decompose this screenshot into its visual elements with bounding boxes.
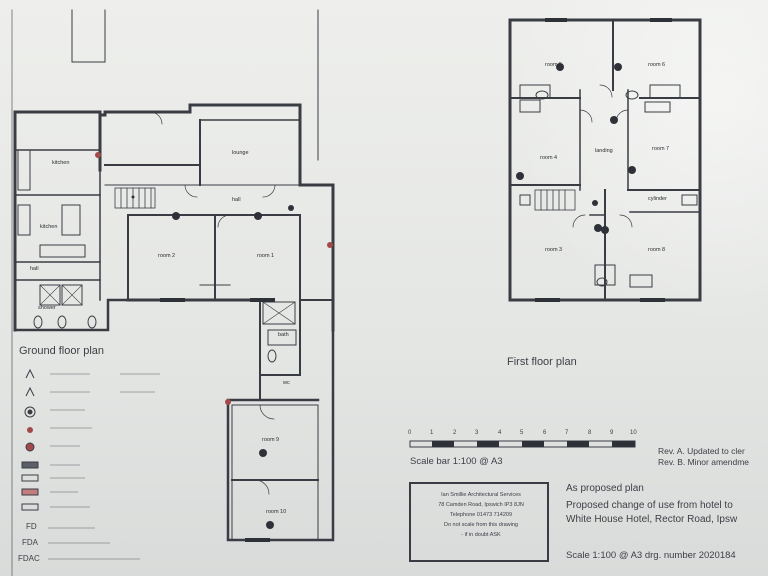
legend-fda: FDA [22,538,38,547]
project-description-line-2: White House Hotel, Rector Road, Ipsw [566,514,738,525]
room-label-hall-left: hall [30,266,39,272]
architect-telephone: Telephone 01473 714209 [449,512,513,518]
legend-fdac: FDAC [18,554,40,563]
room-label-room-7: room 7 [652,146,670,152]
first-floor-plan-title: First floor plan [507,356,577,368]
room-label-landing: landing [595,148,613,154]
room-label-wc: wc [283,380,290,386]
scale-tick: 8 [588,430,592,436]
drawing-status: As proposed plan [566,483,644,494]
architect-name: Ian Smillie Architectural Services [441,492,521,498]
room-label-room-6: room 6 [648,62,666,68]
room-label-room-1: room 1 [257,253,275,259]
scale-tick: 6 [543,430,547,436]
room-label-room-9: room 9 [262,437,280,443]
scale-tick: 10 [630,430,637,436]
scale-tick: 4 [498,430,502,436]
ground-floor-plan-title: Ground floor plan [19,345,104,357]
scale-tick: 9 [610,430,614,436]
room-label-room-5: room 5 [545,62,563,68]
scale-tick: 5 [520,430,524,436]
room-label-room-3: room 3 [545,247,563,253]
revision-a: Rev. A. Updated to cler [658,446,745,456]
doubt-note: - if in doubt ASK [461,532,501,538]
room-label-shower: shower [38,305,56,311]
room-label-room-8: room 8 [648,247,666,253]
room-label-room-10: room 10 [266,509,287,515]
scale-bar-label: Scale bar 1:100 @ A3 [410,456,503,467]
scale-tick: 1 [430,430,434,436]
architect-info-box: Ian Smillie Architectural Services 78 Ca… [409,482,549,562]
scale-tick: 0 [408,430,412,436]
room-label-kitchen-lower: kitchen [40,224,58,230]
project-description-line-1: Proposed change of use from hotel to [566,500,733,511]
scale-and-drawing-number: Scale 1:100 @ A3 drg. number 2020184 [566,550,736,561]
scale-tick: 3 [475,430,479,436]
room-label-cylinder: cylinder [648,196,667,202]
room-label-room-4: room 4 [540,155,558,161]
legend-fd: FD [26,522,37,531]
room-label-lounge: lounge [232,150,249,156]
scale-warning: Do not scale from this drawing [444,522,518,528]
room-label-kitchen-upper: kitchen [52,160,70,166]
revision-b: Rev. B. Minor amendme [658,457,750,467]
room-label-bath: bath [278,332,289,338]
architect-address: 78 Camden Road, Ipswich IP3 8JN [438,502,524,508]
room-label-hall-centre: hall [232,197,241,203]
room-label-room-2: room 2 [158,253,176,259]
scale-tick: 7 [565,430,569,436]
scale-tick: 2 [453,430,457,436]
